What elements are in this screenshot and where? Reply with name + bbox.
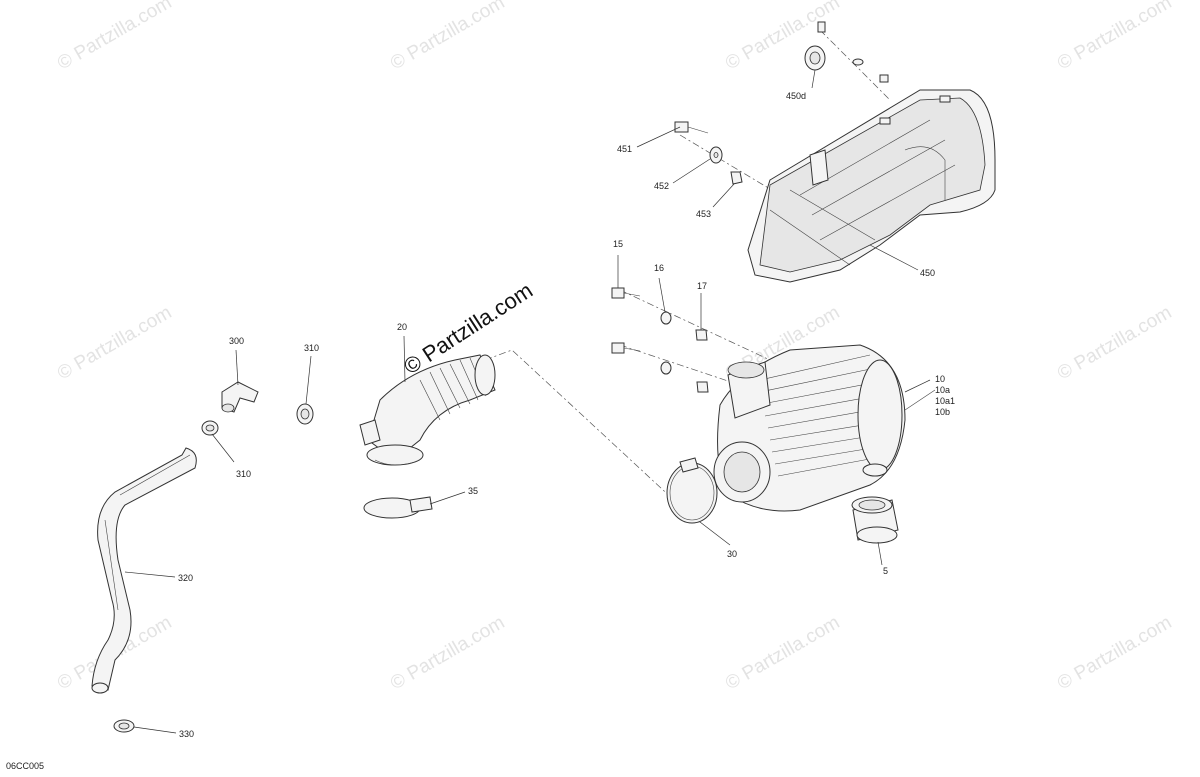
watermark: © Partzilla.com xyxy=(1054,612,1175,694)
callout-450: 450 xyxy=(920,268,935,278)
callout-labels: 450d 451 452 453 450 15 16 17 10 10a 10a… xyxy=(178,91,955,739)
leader-lines xyxy=(124,69,931,734)
callout-10a: 10a xyxy=(935,385,950,395)
clamp-310[interactable] xyxy=(201,403,314,436)
watermark: © Partzilla.com xyxy=(1054,302,1175,384)
assembly-line xyxy=(484,349,691,516)
callout-450d: 450d xyxy=(786,91,806,101)
clamp-330[interactable] xyxy=(113,719,135,733)
callout-320: 320 xyxy=(178,573,193,583)
assembly-line xyxy=(619,289,771,361)
callout-10b: 10b xyxy=(935,407,950,417)
callout-10a1: 10a1 xyxy=(935,396,955,406)
callout-451: 451 xyxy=(617,144,632,154)
callout-35: 35 xyxy=(468,486,478,496)
assembly-line xyxy=(819,29,891,101)
watermark: © Partzilla.com xyxy=(387,0,508,74)
watermark: © Partzilla.com xyxy=(722,0,843,74)
clamp-30[interactable] xyxy=(666,457,718,524)
watermark: © Partzilla.com xyxy=(722,612,843,694)
diagram-code: 06CC005 xyxy=(6,761,44,771)
watermark: © Partzilla.com xyxy=(1054,0,1175,74)
air-filter-housing[interactable] xyxy=(713,344,936,512)
callout-30: 30 xyxy=(727,549,737,559)
callout-300: 300 xyxy=(229,336,244,346)
nut-17[interactable] xyxy=(695,329,709,393)
nut-453[interactable] xyxy=(730,171,743,185)
hose-320[interactable] xyxy=(91,447,197,694)
clamp-35[interactable] xyxy=(363,496,433,519)
sleeve-5[interactable] xyxy=(851,496,899,544)
airbox-cover[interactable] xyxy=(747,89,996,283)
watermark: © Partzilla.com xyxy=(54,0,175,74)
assembly-line xyxy=(679,134,781,196)
callout-453: 453 xyxy=(696,209,711,219)
callout-330: 330 xyxy=(179,729,194,739)
elbow-300[interactable] xyxy=(221,381,259,413)
callout-452: 452 xyxy=(654,181,669,191)
callout-310: 310 xyxy=(236,469,251,479)
bolt-451[interactable] xyxy=(674,121,709,134)
callout-16: 16 xyxy=(654,263,664,273)
grommet-450d[interactable] xyxy=(804,21,889,83)
callout-10: 10 xyxy=(935,374,945,384)
bolt-15[interactable] xyxy=(611,287,641,354)
callout-310: 310 xyxy=(304,343,319,353)
callout-20: 20 xyxy=(397,322,407,332)
callout-17: 17 xyxy=(697,281,707,291)
assembly-line xyxy=(619,344,741,386)
intake-hose-20[interactable] xyxy=(359,354,496,466)
callout-5: 5 xyxy=(883,566,888,576)
callout-15: 15 xyxy=(613,239,623,249)
washer-16[interactable] xyxy=(660,311,672,375)
watermark: © Partzilla.com xyxy=(387,612,508,694)
washer-452[interactable] xyxy=(709,146,723,164)
watermark: © Partzilla.com xyxy=(54,302,175,384)
